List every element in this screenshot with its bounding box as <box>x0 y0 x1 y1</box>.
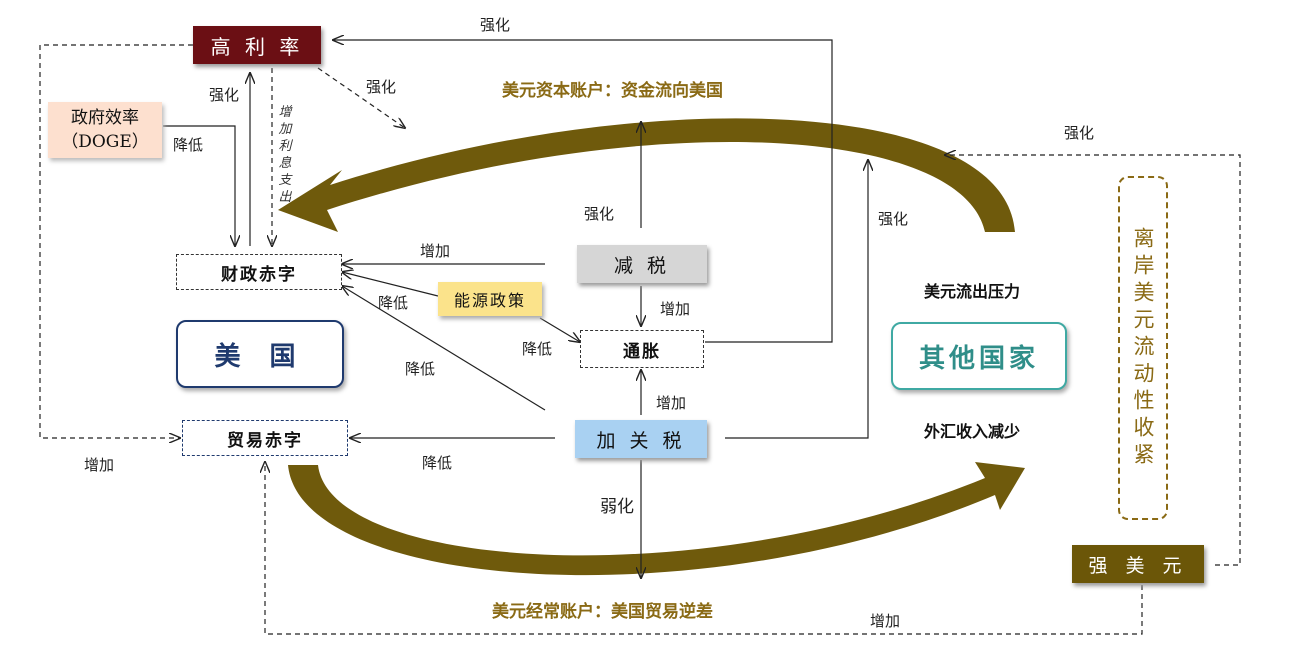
other-countries-box: 其他国家 <box>891 322 1067 390</box>
label-reduce-doge: 降低 <box>173 136 204 154</box>
label-reduce-trade: 降低 <box>422 454 453 472</box>
offshore-liquidity-box: 离岸美元流动性收紧 <box>1118 176 1168 520</box>
usa-label: 美 国 <box>214 341 306 372</box>
label-strengthen-right: 强化 <box>878 210 909 228</box>
label-reduce-energy-fiscal: 降低 <box>378 294 409 312</box>
tariff-to-right-line <box>725 160 868 439</box>
capital-account-text: 美元资本账户：资金流向美国 <box>502 81 723 101</box>
strong-usd-box: 强 美 元 <box>1072 545 1204 583</box>
label-strengthen-diag: 强化 <box>366 78 397 96</box>
tariff-label: 加 关 税 <box>596 429 686 452</box>
highrate-to-trade-dashed <box>39 44 193 438</box>
energy-to-inflation-line <box>539 317 580 342</box>
energy-policy-box: 能源政策 <box>438 282 542 316</box>
strongusd-to-trade-dashed <box>265 462 1143 635</box>
tax-cut-box: 减 税 <box>577 245 707 283</box>
current-account-text: 美元经常账户：美国贸易逆差 <box>492 602 713 622</box>
doge-label: 政府效率（DOGE） <box>61 108 149 152</box>
current-account-arc <box>288 462 1025 576</box>
tax-cut-label: 减 税 <box>613 254 671 277</box>
offshore-liquidity-label: 离岸美元流动性收紧 <box>1131 226 1155 470</box>
doge-to-fiscal-line <box>163 125 235 246</box>
trade-deficit-box: 贸易赤字 <box>182 420 348 456</box>
label-increase-trade-left: 增加 <box>84 456 115 474</box>
label-strengthen-far-right: 强化 <box>1064 124 1095 142</box>
strongusd-to-top-dashed <box>945 155 1241 566</box>
inflation-box: 通胀 <box>580 330 704 368</box>
energy-policy-label: 能源政策 <box>453 291 526 310</box>
label-weaken: 弱化 <box>600 497 634 517</box>
inflation-to-highrate-line <box>333 40 833 343</box>
tariff-to-fiscal-line <box>342 286 546 411</box>
label-reduce-tariff-fiscal: 降低 <box>405 360 436 378</box>
label-increase-fiscal: 增加 <box>420 242 451 260</box>
label-strengthen-top: 强化 <box>480 16 511 34</box>
label-reduce-energy-inflation: 降低 <box>522 340 553 358</box>
tariff-box: 加 关 税 <box>575 420 707 458</box>
fiscal-deficit-box: 财政赤字 <box>176 254 342 290</box>
high-rate-label: 高 利 率 <box>210 34 304 59</box>
other-countries-label: 其他国家 <box>918 343 1039 374</box>
trade-deficit-label: 贸易赤字 <box>227 430 303 451</box>
inflation-label: 通胀 <box>623 341 661 362</box>
label-interest-expense: 增加利息支出 <box>278 105 292 205</box>
fiscal-deficit-label: 财政赤字 <box>221 264 297 285</box>
label-increase-inflation: 增加 <box>660 300 691 318</box>
outflow-pressure-text: 美元流出压力 <box>924 282 1021 301</box>
label-increase-tariff-inflation: 增加 <box>656 394 687 412</box>
fx-income-text: 外汇收入减少 <box>924 422 1021 441</box>
strong-usd-label: 强 美 元 <box>1088 554 1188 577</box>
doge-box: 政府效率（DOGE） <box>48 102 162 158</box>
usa-box: 美 国 <box>176 320 344 388</box>
label-strengthen-left: 强化 <box>209 86 240 104</box>
capital-account-arc <box>278 118 1015 232</box>
label-strengthen-mid: 强化 <box>584 205 615 223</box>
label-increase-bottom: 增加 <box>870 612 901 630</box>
high-rate-box: 高 利 率 <box>193 26 321 64</box>
energy-to-fiscal-line <box>342 272 439 297</box>
